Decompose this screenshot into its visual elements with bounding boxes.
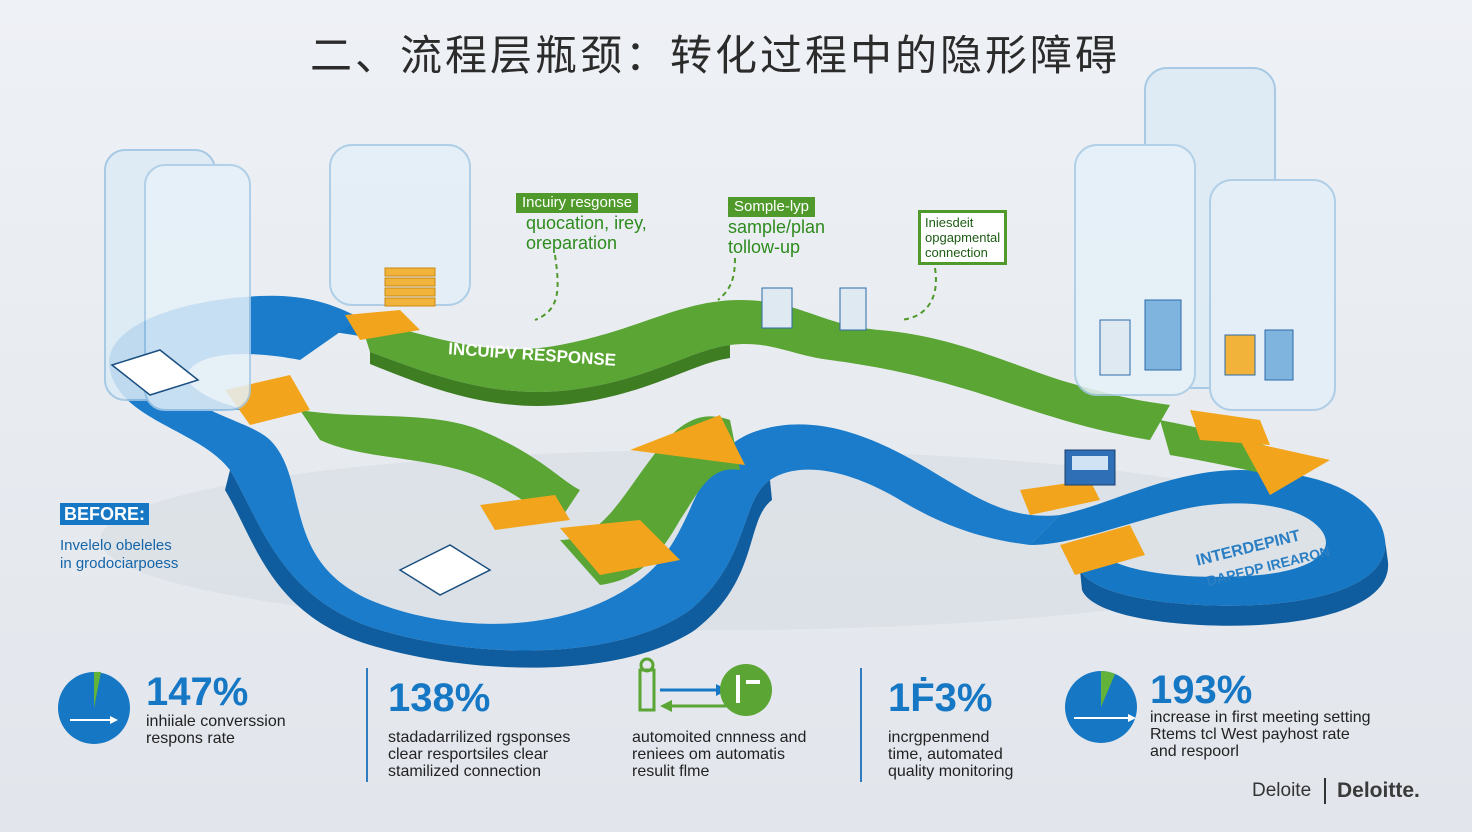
- glass-towers-left: [104, 144, 471, 411]
- orange-block: [560, 520, 680, 575]
- callout-line: sample/plan: [728, 217, 826, 237]
- pie-chart-icon: [1065, 671, 1137, 743]
- stat-line: automoited cnnness and: [632, 729, 807, 746]
- stat-description: stadadarrilized rgsponses clear resports…: [388, 729, 570, 780]
- leader-lines: [534, 254, 937, 321]
- stat-description: inhiiale converssion respons rate: [146, 713, 286, 747]
- callout-line: tollow-up: [728, 237, 801, 257]
- blue-road-right: [1030, 470, 1386, 606]
- orange-block: [1020, 480, 1100, 515]
- callout-line: oreparation: [526, 233, 618, 253]
- stat-line: incrgpenmend: [888, 729, 990, 746]
- stat-description: automoited cnnness and reniees om automa…: [632, 729, 806, 780]
- divider: [860, 668, 862, 782]
- stat-line: respons rate: [146, 730, 235, 747]
- document-icon: [110, 349, 492, 596]
- orange-block: [1190, 410, 1270, 445]
- stat-description: incrgpenmend time, automated quality mon…: [888, 729, 1013, 780]
- stat-line: resulit flme: [632, 763, 710, 780]
- stat-line: and respoorl: [1150, 743, 1239, 760]
- orange-arrow: [1240, 440, 1330, 495]
- before-description: Invelelo obeleles in grodociarpoess: [60, 537, 178, 573]
- callout-line: quocation, irey,: [526, 213, 647, 233]
- stat-line: increase in first meeting setting: [1150, 709, 1371, 726]
- stat-line: time, automated: [888, 746, 1003, 763]
- brand-logo-right: Deloitte.: [1337, 779, 1420, 802]
- orange-arrow: [630, 415, 745, 465]
- callout-inquiry: Incuiry resgonse quocation, irey, orepar…: [516, 193, 647, 253]
- stat-value: 193%: [1150, 668, 1253, 712]
- machine-icon: [1064, 449, 1116, 486]
- callout-sample: Somple-lyp sample/plan tollow-up: [728, 197, 825, 257]
- orange-block: [1060, 525, 1145, 575]
- stat-line: stadadarrilized rgsponses: [388, 729, 571, 746]
- building-blocks-center: [761, 287, 867, 331]
- stat-description: increase in first meeting setting Rtems …: [1150, 709, 1371, 760]
- callout-line: connection: [925, 245, 988, 260]
- paper-stack-top: [384, 267, 436, 307]
- orange-connector-blocks: [225, 310, 1270, 575]
- brand-logo-left: Deloite: [1252, 780, 1312, 801]
- stat-value: 138%: [388, 676, 491, 720]
- before-line: Invelelo obeleles: [60, 537, 172, 554]
- orange-block: [345, 310, 420, 340]
- brand-divider: [1324, 778, 1326, 804]
- stat-line: reniees om automatis: [632, 746, 785, 763]
- blue-road-right-edge: [1080, 540, 1389, 626]
- callout-header: Somple-lyp: [728, 197, 816, 217]
- stat-line: quality monitoring: [888, 763, 1014, 780]
- callout-dept: Iniesdeit opgapmental connection: [918, 210, 1008, 265]
- building-blocks-right: [1099, 299, 1294, 381]
- stat-line: Rtems tcl West payhost rate: [1150, 726, 1350, 743]
- page-title: 二、流程层瓶颈：转化过程中的隐形障碍: [309, 31, 1120, 80]
- callout-line: Iniesdeit: [925, 215, 974, 230]
- before-line: in grodociarpoess: [60, 555, 179, 572]
- handoff-arrows-icon: [638, 657, 772, 716]
- pie-chart-icon: [58, 671, 130, 744]
- stat-line: inhiiale converssion: [146, 713, 286, 730]
- stat-value: 147%: [146, 670, 249, 714]
- green-road-middle: [300, 410, 580, 520]
- callout-header: Incuiry resgonse: [516, 193, 639, 213]
- divider: [366, 668, 368, 782]
- callout-line: opgapmental: [925, 230, 1001, 245]
- stat-line: stamilized connection: [388, 763, 541, 780]
- green-road-upper-edge: [370, 345, 730, 406]
- stat-line: clear resportsiles clear: [388, 746, 549, 763]
- orange-block: [480, 495, 570, 530]
- before-tag: BEFORE:: [60, 503, 149, 525]
- stat-value: 1Ḟ3%: [888, 676, 993, 720]
